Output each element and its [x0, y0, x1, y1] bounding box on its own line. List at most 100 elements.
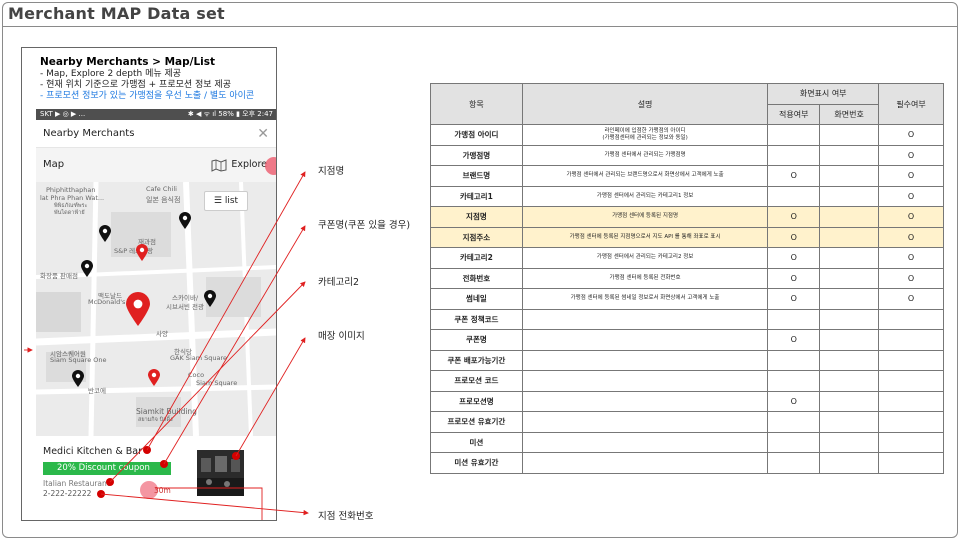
table-cell-screen-no — [819, 124, 880, 146]
explore-button[interactable]: Explore — [211, 148, 267, 182]
table-cell-item: 쿠폰 배포가능기간 — [430, 349, 523, 371]
map-tab[interactable]: Map — [43, 159, 65, 170]
status-bar: SKT ▶ ◎ ▶ ... ✱ ◀ ᯤ ıl 58% ▮ 오후 2:47 — [36, 109, 276, 120]
table-cell-screen-no — [819, 144, 880, 166]
table-cell-applied: O — [767, 390, 821, 412]
table-cell-screen-no — [819, 288, 880, 310]
merchant-pin-icon[interactable] — [179, 212, 191, 229]
slide-title: Merchant MAP Data set — [8, 4, 225, 23]
map-label: Siam Square One — [50, 356, 107, 364]
merchant-category: Italian Restaurant — [43, 479, 110, 488]
table-cell-applied — [767, 452, 821, 474]
desc-line: 가맹점 센터에서 관리되는 가맹점명 — [604, 151, 686, 158]
map-label: 일본 음식점 — [146, 196, 181, 204]
desc-line: 가맹점 센터에서 관리되는 브랜드명으로서 화면상에서 고객에게 노출 — [566, 172, 724, 179]
table-cell-screen-no — [819, 452, 880, 474]
table-cell-applied — [767, 370, 821, 392]
promo-pin-icon[interactable] — [148, 369, 160, 386]
table-cell-desc — [521, 452, 769, 474]
map-label: Cafe Chili — [146, 185, 177, 193]
callout-coupon-name: 쿠폰명(쿠폰 있을 경우) — [318, 220, 411, 231]
table-cell-desc — [521, 329, 769, 351]
callout-category2: 카테고리2 — [318, 277, 360, 288]
table-cell-desc: 가맹점 센터에 등록된 전화번호 — [521, 267, 769, 289]
table-cell-desc: 가맹점 센터에서 관리되는 브랜드명으로서 화면상에서 고객에게 노출 — [521, 165, 769, 187]
table-cell-required — [878, 329, 944, 351]
app-bar: Nearby Merchants ✕ — [36, 120, 276, 148]
table-row: 미션 — [430, 431, 944, 453]
map-label: สยามกิจ บิลดิ้ง — [138, 417, 173, 423]
selected-promo-pin-icon[interactable] — [126, 292, 150, 326]
map-label: S&P 레스토랑 — [114, 247, 154, 255]
table-header-row: 항목 설명 화면표시 여부 필수여부 — [430, 83, 944, 125]
table-cell-desc: 가맹점 센터에서 관리되는 카테고리2 정보 — [521, 247, 769, 269]
table-cell-item: 카테고리2 — [430, 247, 523, 269]
table-cell-required: O — [878, 124, 944, 146]
table-cell-screen-no — [819, 411, 880, 433]
table-cell-item: 카테고리1 — [430, 185, 523, 207]
table-cell-desc: 가맹점 센터에서 관리되는 카테고리1 정보 — [521, 185, 769, 207]
table-cell-item: 전화번호 — [430, 267, 523, 289]
header-required: 필수여부 — [878, 83, 944, 125]
table-cell-screen-no — [819, 329, 880, 351]
map-view[interactable]: Phiphitthaphan lat Phra Phan Wat... พิพิ… — [36, 182, 276, 436]
merchant-phone[interactable]: 2-222-22222 — [43, 489, 92, 498]
table-cell-desc: 가맹점 센터에 등록된 지점명으로서 지도 API 를 통해 좌표로 표시 — [521, 226, 769, 248]
title-divider — [2, 26, 958, 27]
merchant-card[interactable]: Medici Kitchen & Bar 20% Discount coupon… — [36, 436, 276, 520]
close-icon[interactable]: ✕ — [257, 126, 269, 142]
table-cell-applied: O — [767, 247, 821, 269]
header-item: 항목 — [430, 83, 523, 125]
map-label: Siamkit Building — [136, 407, 197, 416]
promo-pin-icon[interactable] — [136, 244, 148, 261]
table-cell-required — [878, 308, 944, 330]
map-label: 시브서빈 전광 — [166, 303, 204, 311]
callout-branch-phone: 지점 전화번호 — [318, 511, 374, 522]
spec-line-highlight: - 프로모션 정보가 있는 가맹점을 우선 노출 / 별도 아이콘 — [40, 91, 255, 101]
table-cell-item: 미션 — [430, 431, 523, 453]
map-roads — [36, 182, 276, 436]
merchant-pin-icon[interactable] — [81, 260, 93, 277]
table-cell-screen-no — [819, 370, 880, 392]
table-cell-applied — [767, 431, 821, 453]
table-cell-applied: O — [767, 267, 821, 289]
map-label: GAK Siam Square — [170, 354, 228, 362]
map-label: lat Phra Phan Wat... — [40, 194, 105, 202]
header-desc: 설명 — [521, 83, 769, 125]
map-label: Coco — [188, 371, 205, 379]
table-cell-item: 쿠폰 정책코드 — [430, 308, 523, 330]
status-right: ✱ ◀ ᯤ ıl 58% ▮ 오후 2:47 — [187, 110, 273, 118]
desc-line: (가맹점센터에 관리되는 정보와 동일) — [602, 134, 688, 141]
desc-line: 가맹점 센터에 등록된 지점명 — [612, 213, 679, 220]
app-title: Nearby Merchants — [43, 128, 135, 139]
table-cell-screen-no — [819, 206, 880, 228]
merchant-pin-icon[interactable] — [99, 225, 111, 242]
table-cell-screen-no — [819, 349, 880, 371]
table-cell-screen-no — [819, 431, 880, 453]
table-cell-item: 프로모션명 — [430, 390, 523, 412]
table-cell-desc: 가맹점 센터에 등록된 지점명 — [521, 206, 769, 228]
coupon-badge[interactable]: 20% Discount coupon — [43, 462, 171, 475]
table-cell-item: 가맹점명 — [430, 144, 523, 166]
list-label: list — [224, 196, 239, 206]
table-row: 쿠폰 배포가능기간 — [430, 349, 944, 371]
table-cell-applied: O — [767, 288, 821, 310]
merchant-pin-icon[interactable] — [204, 290, 216, 307]
table-cell-applied: O — [767, 165, 821, 187]
table-cell-required — [878, 349, 944, 371]
table-cell-applied — [767, 124, 821, 146]
callout-anchor — [143, 446, 151, 454]
table-cell-item: 가맹점 아이디 — [430, 124, 523, 146]
map-label: 반코에 — [88, 387, 106, 395]
table-cell-applied: O — [767, 226, 821, 248]
callout-anchor — [106, 478, 114, 486]
desc-line: 가맹점 센터에서 관리되는 카테고리2 정보 — [596, 254, 694, 261]
desc-line: 가맹점 센터에 등록된 전화번호 — [609, 274, 681, 281]
merchant-pin-icon[interactable] — [72, 370, 84, 387]
callout-anchor — [160, 460, 168, 468]
list-toggle-button[interactable]: ☰ list — [204, 191, 248, 211]
